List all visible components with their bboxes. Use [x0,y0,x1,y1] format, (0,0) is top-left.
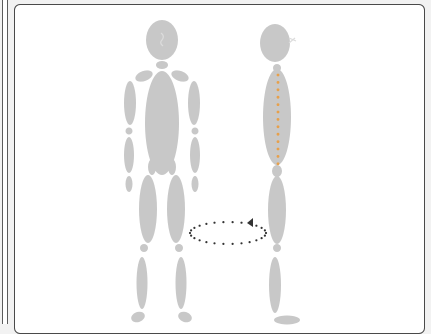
spine-dot [277,74,280,77]
front-shoulder-right [170,68,190,84]
diagram-panel [14,4,425,334]
front-knee-right [175,244,183,252]
rotation-dot [264,235,266,237]
side-knee [273,244,281,252]
rotation-dot [193,237,195,239]
side-head [260,24,290,62]
rotation-dot [213,222,215,224]
rotation-dot [199,225,201,227]
spine-dot [277,133,280,136]
spine-dot [277,140,280,143]
rotation-dot [249,241,251,243]
rotation-dot [265,232,267,234]
side-foot [274,316,300,325]
side-view-figure [260,24,300,325]
front-foot-left [130,310,147,324]
rotation-dot [190,235,192,237]
front-shin-right [176,257,187,309]
rotation-dot [199,239,201,241]
front-thigh-left [139,175,157,243]
rotation-dot [205,223,207,225]
front-torso [145,71,179,175]
front-elbow-right [192,128,199,135]
rotation-dot [222,221,224,223]
rotation-dot [255,239,257,241]
front-foot-right [177,310,194,324]
spine-dot [277,96,280,99]
spine-dot [277,88,280,91]
side-hip [272,165,282,177]
rotation-indicator [189,218,267,245]
side-face-mark [289,38,296,43]
front-elbow-left [126,128,133,135]
front-hand-right [192,176,199,192]
rotation-arrowhead [247,218,253,227]
front-neck [156,61,168,69]
front-hip-right [168,159,176,175]
rotation-dot [189,232,191,234]
rotation-dot [232,243,234,245]
front-forearm-right [190,137,200,173]
spine-dot [277,148,280,151]
rotation-dot [264,229,266,231]
rotation-dot [240,222,242,224]
front-hand-left [126,176,133,192]
front-shin-left [137,257,148,309]
front-hip-left [148,159,156,175]
spine-dot [277,81,280,84]
front-upper-arm-right [188,81,200,125]
rotation-dot [261,237,263,239]
front-forearm-left [124,137,134,173]
spine-dot [277,118,280,121]
rotation-dot [213,242,215,244]
front-upper-arm-left [124,81,136,125]
rotation-dot [240,242,242,244]
rotation-dot [205,241,207,243]
front-view-figure [124,20,200,324]
rotation-dot [255,225,257,227]
rotation-dot [261,227,263,229]
spine-dot [277,125,280,128]
spine-dot [277,155,280,158]
front-thigh-right [167,175,185,243]
diagram-canvas [15,5,425,334]
front-knee-left [140,244,148,252]
adjacent-panel-edge [2,0,8,324]
rotation-dot [232,221,234,223]
spine-dot [277,162,280,165]
side-torso [263,69,291,165]
side-shin [269,257,281,313]
rotation-dot [190,229,192,231]
side-thigh [268,176,286,244]
rotation-dot [222,243,224,245]
rotation-dot [193,227,195,229]
spine-dot [277,111,280,114]
front-shoulder-left [134,68,154,84]
diagram-stage [0,0,431,324]
spine-dot [277,103,280,106]
